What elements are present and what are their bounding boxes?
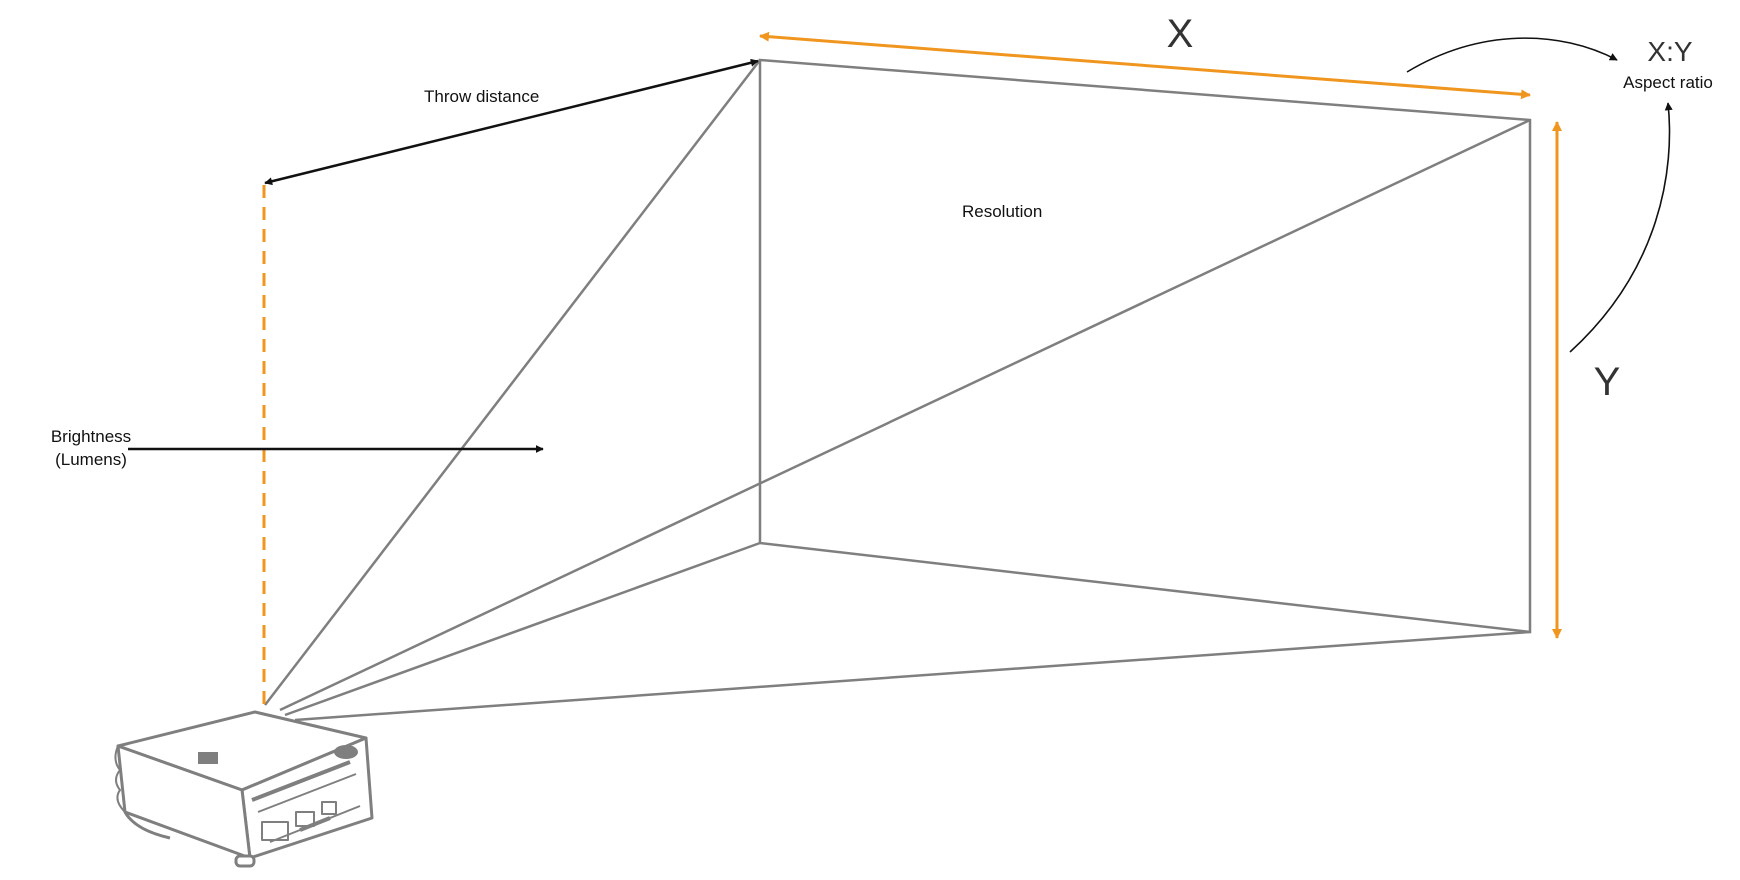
y-to-aspect-arrow (1569, 102, 1673, 353)
projection-frustum (264, 58, 1532, 722)
y-dimension-label: Y (1593, 360, 1621, 404)
x-to-aspect-arrow (1406, 37, 1618, 73)
ray-top-right (279, 118, 1531, 712)
screen-rectangle (758, 58, 1532, 634)
aspect-ratio-label: Aspect ratio (1623, 73, 1713, 92)
throw-distance-arrow (264, 58, 759, 186)
x-dimension-arrow (759, 31, 1531, 100)
ray-top-left (264, 59, 761, 706)
ray-bottom-left (284, 541, 761, 717)
aspect-ratio-value: X:Y (1647, 36, 1693, 67)
throw-distance-label: Throw distance (424, 87, 540, 106)
ray-bottom-right (294, 630, 1531, 722)
lumens-label: (Lumens) (55, 450, 127, 469)
brightness-label: Brightness (50, 427, 132, 446)
x-dimension-label: X (1166, 12, 1194, 56)
projector-icon (114, 710, 374, 868)
resolution-label: Resolution (962, 202, 1043, 221)
